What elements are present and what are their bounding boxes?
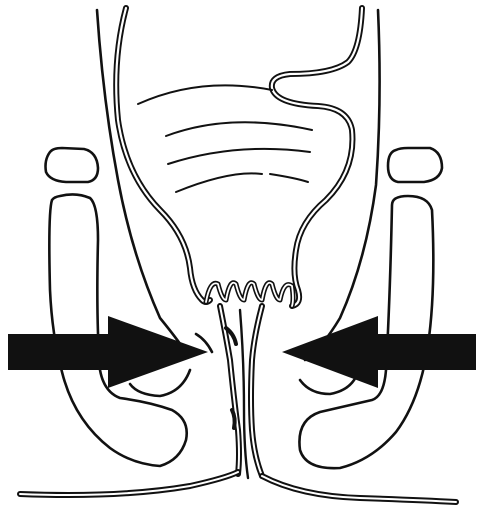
interior-curve-4: [176, 173, 262, 192]
tube-left-wall-outer: [116, 8, 210, 302]
interior-curve-1: [138, 85, 272, 104]
left-upper-pad: [46, 148, 99, 182]
interior-curve-5: [270, 174, 308, 182]
right-upper-pad: [388, 148, 442, 182]
interior-curve-3: [168, 149, 310, 164]
left-pelvic-contours: [46, 10, 213, 466]
right-pelvic-contours: [299, 10, 442, 468]
left-arrow: [8, 316, 208, 388]
tube-left-wall-inner: [116, 8, 210, 302]
interior-curve-2: [166, 122, 312, 136]
canal-bulge-lower: [232, 410, 235, 428]
right-arrow: [282, 316, 476, 388]
tube-right-wall-outer: [272, 8, 362, 306]
